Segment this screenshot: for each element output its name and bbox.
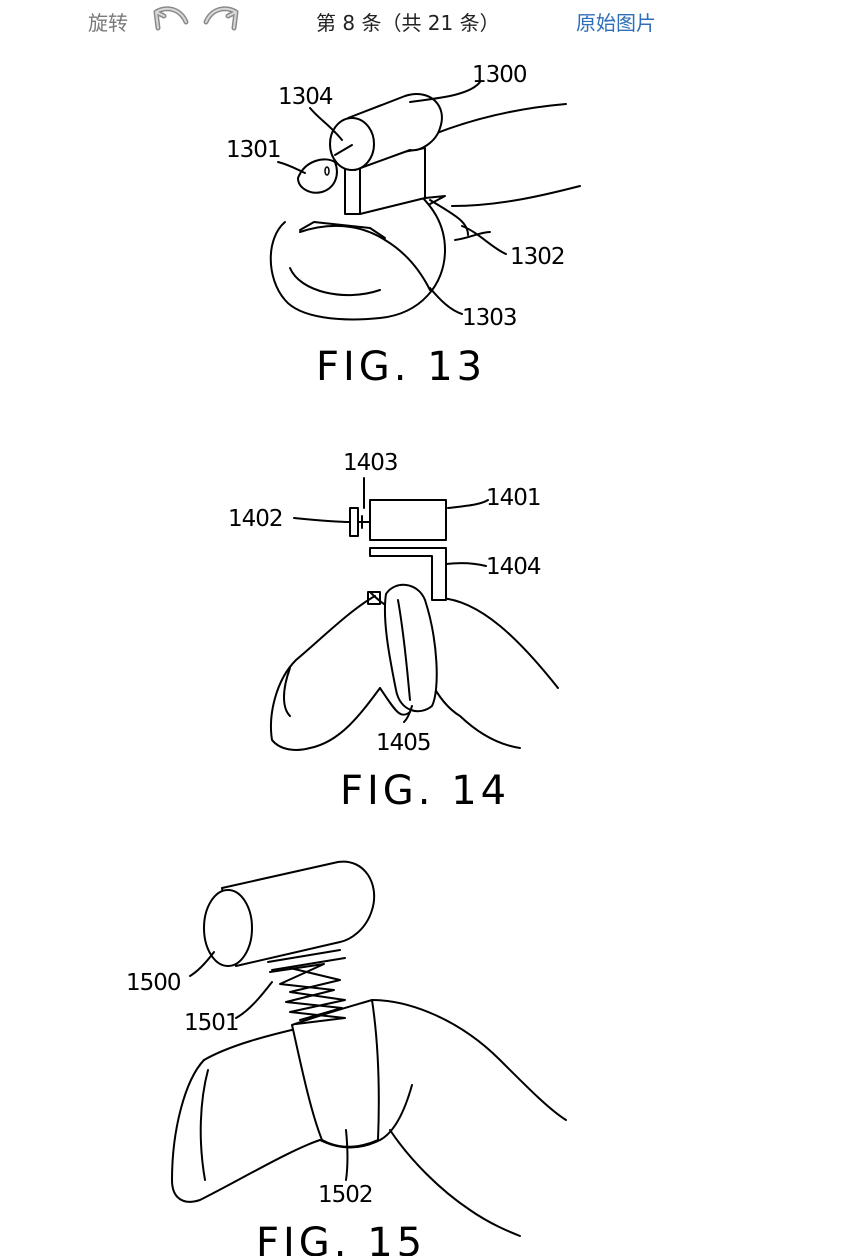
label-1405: 1405 [376, 730, 431, 756]
label-1403: 1403 [343, 450, 398, 476]
fig-14-drawing [270, 477, 559, 751]
label-1404: 1404 [486, 554, 541, 580]
fig-13-drawing [269, 81, 581, 321]
label-1302: 1302 [510, 244, 565, 270]
patent-drawing-svg: 1300 1301 1302 1303 1304 FIG. 13 [126, 62, 581, 1256]
rotate-right-icon[interactable] [200, 4, 240, 34]
label-1301: 1301 [226, 137, 281, 163]
fig-15-drawing [171, 860, 567, 1237]
label-1501: 1501 [184, 1010, 239, 1036]
original-image-link[interactable]: 原始图片 [576, 11, 656, 35]
label-1300: 1300 [472, 62, 527, 88]
label-1303: 1303 [462, 305, 517, 331]
rotate-left-icon[interactable] [152, 4, 192, 34]
rotate-label[interactable]: 旋转 [88, 11, 128, 35]
fig-14-caption: FIG. 14 [340, 768, 510, 814]
label-1502: 1502 [318, 1182, 373, 1208]
label-1500: 1500 [126, 970, 181, 996]
label-1401: 1401 [486, 485, 541, 511]
label-1402: 1402 [228, 506, 283, 532]
viewer-toolbar: 旋转 第 8 条（共 21 条） 原始图片 [0, 0, 866, 40]
label-1304: 1304 [278, 84, 333, 110]
fig-13-caption: FIG. 13 [316, 344, 486, 390]
patent-drawing: 1300 1301 1302 1303 1304 FIG. 13 [0, 40, 866, 1256]
fig-15-caption: FIG. 15 [256, 1220, 426, 1256]
page-counter: 第 8 条（共 21 条） [316, 11, 500, 35]
